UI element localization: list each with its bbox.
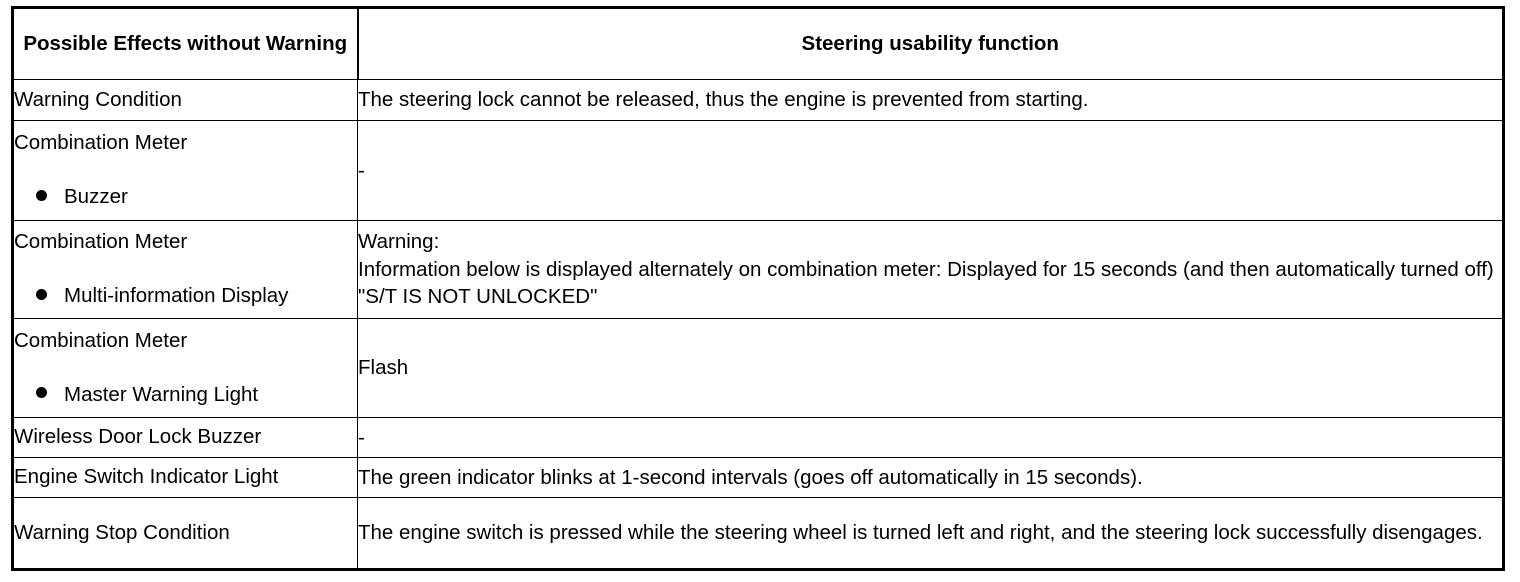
text-line: Information below is displayed alternate… <box>358 257 1494 309</box>
group-title: Combination Meter <box>14 328 188 352</box>
column-header-possible-effects-without-warning: Possible Effects without Warning <box>12 7 359 80</box>
row-value-combination-meter-master-warning-light: Flash <box>357 318 1504 418</box>
table-row: Combination Meter Master Warning Light F… <box>12 318 1504 418</box>
text-line: The steering lock cannot be released, th… <box>358 88 1089 112</box>
table-body: Warning Condition The steering lock cann… <box>12 79 1504 570</box>
bullet-label: Buzzer <box>64 185 128 209</box>
row-value-wireless-door-lock-buzzer: - <box>357 417 1504 458</box>
column-header-steering-usability-function: Steering usability function <box>357 7 1504 80</box>
bullet-dot-icon <box>36 288 47 300</box>
table-row: Combination Meter Buzzer - <box>12 120 1504 221</box>
group-title: Combination Meter <box>14 230 188 254</box>
table-row: Wireless Door Lock Buzzer - <box>12 417 1504 458</box>
row-label-warning-condition: Warning Condition <box>12 79 358 121</box>
row-label-warning-stop-condition: Warning Stop Condition <box>12 497 358 570</box>
bullet-item: Buzzer <box>14 184 357 211</box>
text-line: - <box>358 425 365 449</box>
row-value-combination-meter-buzzer: - <box>357 120 1504 221</box>
text-line: The engine switch is pressed while the s… <box>358 521 1483 545</box>
row-label-wireless-door-lock-buzzer: Wireless Door Lock Buzzer <box>12 417 358 458</box>
bullet-dot-icon <box>36 189 47 201</box>
bullet-item: Master Warning Light <box>14 381 357 408</box>
table-header-row: Possible Effects without Warning Steerin… <box>12 7 1504 80</box>
text-line: - <box>358 158 365 182</box>
text-line: Flash <box>358 356 409 380</box>
table-row: Warning Stop Condition The engine switch… <box>12 497 1504 570</box>
row-label-combination-meter-multi-information-display: Combination Meter Multi-information Disp… <box>12 220 358 319</box>
row-value-warning-stop-condition: The engine switch is pressed while the s… <box>357 497 1504 570</box>
text-line: Warning: <box>358 230 440 254</box>
row-value-engine-switch-indicator-light: The green indicator blinks at 1-second i… <box>357 457 1504 498</box>
row-label-engine-switch-indicator-light: Engine Switch Indicator Light <box>12 457 358 498</box>
table-row: Warning Condition The steering lock cann… <box>12 79 1504 121</box>
group-title: Combination Meter <box>14 131 188 155</box>
text-line: The green indicator blinks at 1-second i… <box>358 465 1143 489</box>
row-value-warning-condition: The steering lock cannot be released, th… <box>357 79 1504 121</box>
table-row: Engine Switch Indicator Light The green … <box>12 457 1504 498</box>
bullet-label: Multi-information Display <box>64 284 289 308</box>
bullet-dot-icon <box>36 387 47 399</box>
bullet-item: Multi-information Display <box>14 283 357 310</box>
table-header: Possible Effects without Warning Steerin… <box>12 7 1504 80</box>
table-row: Combination Meter Multi-information Disp… <box>12 220 1504 319</box>
bullet-label: Master Warning Light <box>64 382 259 406</box>
steering-usability-function-table: Possible Effects without Warning Steerin… <box>11 6 1505 571</box>
row-value-combination-meter-multi-information-display: Warning: Information below is displayed … <box>357 220 1504 319</box>
row-label-combination-meter-buzzer: Combination Meter Buzzer <box>12 120 358 221</box>
row-label-combination-meter-master-warning-light: Combination Meter Master Warning Light <box>12 318 358 418</box>
